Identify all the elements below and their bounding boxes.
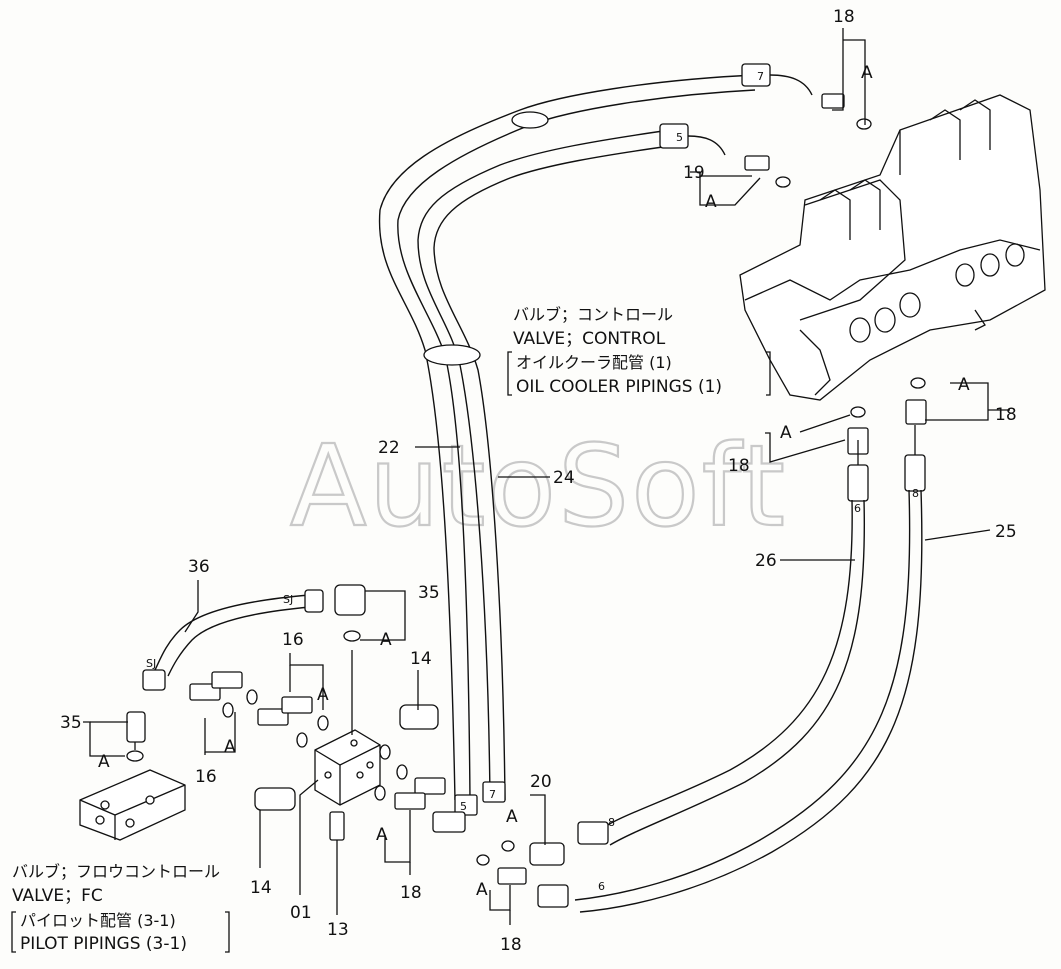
label-a-35: A — [380, 630, 392, 650]
callout-13: 13 — [327, 920, 349, 940]
callout-35-top: 35 — [418, 583, 440, 603]
callout-18-bottom-mid: 18 — [400, 883, 422, 903]
note-control-en-ref: OIL COOLER PIPINGS (1) — [516, 377, 722, 397]
note-fc-jp-title: バルブ；フロウコントロール — [12, 862, 220, 881]
callout-16-left: 16 — [195, 767, 217, 787]
callout-14-bottom: 14 — [250, 878, 272, 898]
note-fc-bracket-left — [11, 911, 16, 953]
label-a-16-top: A — [317, 685, 329, 705]
label-a-left: A — [98, 752, 110, 772]
note-fc-en-title: VALVE；FC — [12, 886, 103, 906]
hose-mark-5-top: 5 — [676, 131, 683, 144]
note-control-bracket-left — [507, 351, 512, 396]
note-control-jp-title: バルブ；コントロール — [513, 305, 673, 324]
fittings — [126, 93, 927, 885]
junction-block — [314, 729, 381, 806]
note-control-jp-ref: オイルクーラ配管 (1) — [516, 353, 672, 372]
hose-mark-7-bottom: 7 — [489, 788, 496, 801]
label-a-right: A — [958, 375, 970, 395]
note-control-bracket-right — [766, 351, 771, 396]
callout-16-top: 16 — [282, 630, 304, 650]
note-control-en-title: VALVE；CONTROL — [513, 329, 666, 349]
callout-01: 01 — [290, 903, 312, 923]
callout-24: 24 — [553, 468, 575, 488]
hose-36 — [142, 589, 324, 691]
callout-19: 19 — [683, 163, 705, 183]
label-a-top: A — [861, 63, 873, 83]
callout-18-top: 18 — [833, 7, 855, 27]
leader-lines — [83, 28, 1010, 925]
callout-14-top: 14 — [410, 649, 432, 669]
hose-mark-8-top: 8 — [912, 487, 919, 500]
callout-36: 36 — [188, 557, 210, 577]
callout-18-right: 18 — [995, 405, 1017, 425]
callout-18-bottom: 18 — [500, 935, 522, 955]
watermark: AutoSoft — [290, 422, 787, 552]
hose-mark-6-top: 6 — [854, 502, 861, 515]
label-sj-top: SJ — [283, 593, 293, 606]
flow-control-valve — [79, 769, 186, 841]
label-sj-left: SJ — [146, 657, 156, 670]
note-fc-bracket-right — [225, 911, 230, 953]
note-fc-en-ref: PILOT PIPINGS (3-1) — [20, 934, 187, 954]
hose-mark-5-bottom: 5 — [460, 800, 467, 813]
label-a-mid: A — [780, 423, 792, 443]
label-a-16-left: A — [224, 737, 236, 757]
callout-35-left: 35 — [60, 713, 82, 733]
callout-26: 26 — [755, 551, 777, 571]
callout-18-mid: 18 — [728, 456, 750, 476]
callout-20: 20 — [530, 772, 552, 792]
label-a-20: A — [506, 807, 518, 827]
callout-22: 22 — [378, 438, 400, 458]
label-a-19: A — [705, 192, 717, 212]
hose-mark-7-top: 7 — [757, 70, 764, 83]
callout-25: 25 — [995, 522, 1017, 542]
hose-mark-6-bottom: 6 — [598, 880, 605, 893]
label-a-18-mid: A — [376, 825, 388, 845]
control-valve — [739, 94, 1046, 401]
hose-25-26 — [537, 454, 926, 913]
note-fc-jp-ref: パイロット配管 (3-1) — [20, 911, 176, 930]
hose-22-24 — [378, 63, 813, 816]
hose-mark-8-bottom: 8 — [608, 816, 615, 829]
label-a-18-bottom: A — [476, 880, 488, 900]
